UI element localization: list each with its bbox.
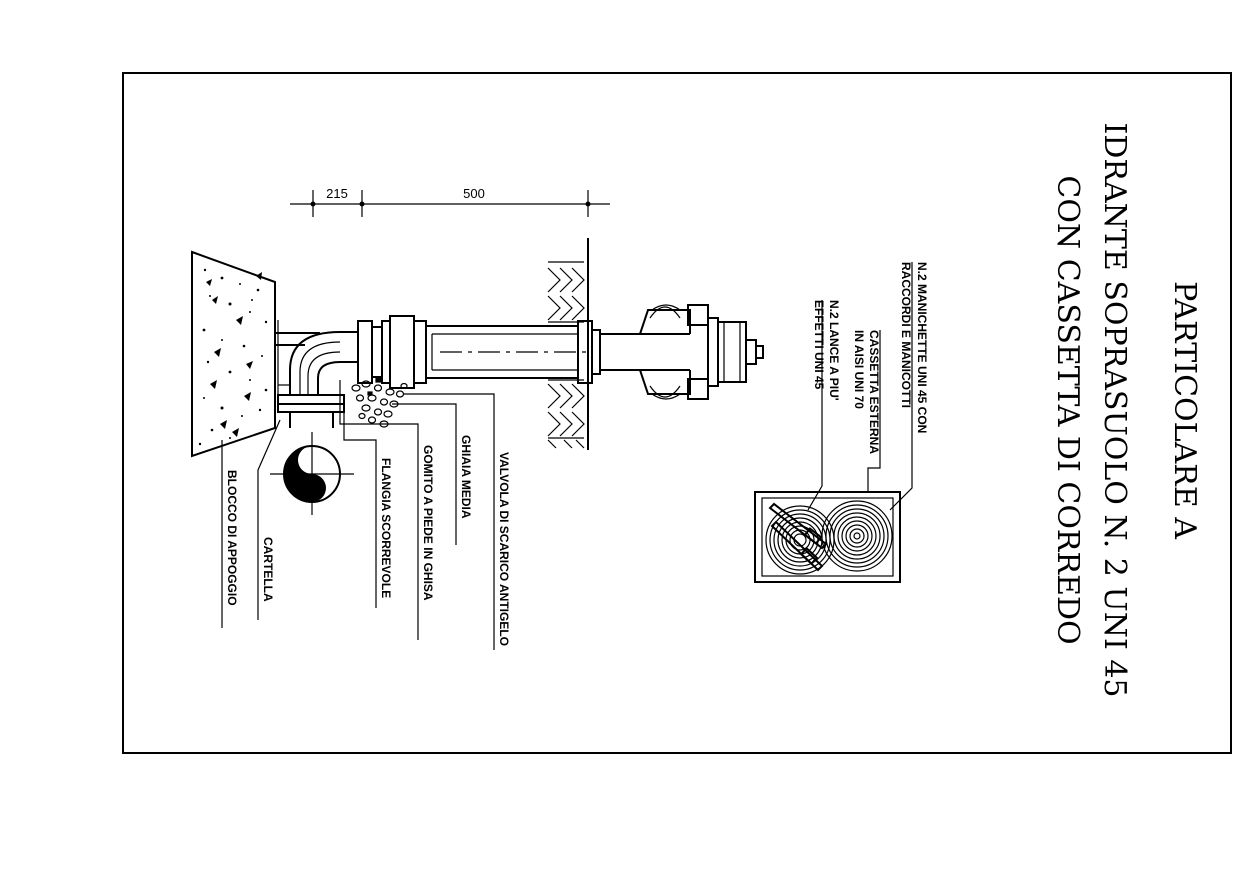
part-labels: VALVOLA DI SCARICO ANTIGELO GHIAIA MEDIA… bbox=[225, 435, 511, 646]
dimension-215: 215 bbox=[326, 186, 348, 201]
title-line-1: PARTICOLARE A bbox=[1167, 281, 1202, 539]
label-manichette-2: RACCORDI E MANICOTTI bbox=[899, 262, 913, 408]
dimension-line: 215 500 bbox=[290, 186, 610, 217]
nozzles bbox=[768, 502, 828, 572]
label-manichette-1: N.2 MANICHETTE UNI 45 CON bbox=[915, 262, 929, 433]
hydrant-head bbox=[600, 304, 764, 400]
label-ghiaia-media: GHIAIA MEDIA bbox=[459, 435, 473, 519]
label-blocco-appoggio: BLOCCO DI APPOGGIO bbox=[225, 470, 239, 606]
cabinet-leaders bbox=[807, 262, 913, 511]
elbow-fitting bbox=[278, 331, 358, 395]
leader-lines bbox=[221, 380, 495, 650]
drawing-frame bbox=[122, 72, 1232, 754]
cabinet-labels: N.2 MANICHETTE UNI 45 CON RACCORDI E MAN… bbox=[812, 262, 929, 454]
riser-pipe bbox=[357, 315, 601, 389]
label-gomito: GOMITO A PIEDE IN GHISA bbox=[421, 445, 435, 601]
label-cassetta-2: IN AISI UNI 70 bbox=[852, 330, 866, 409]
label-cartella: CARTELLA bbox=[261, 537, 275, 602]
hose-cabinet bbox=[754, 491, 901, 583]
label-valvola-scarico: VALVOLA DI SCARICO ANTIGELO bbox=[497, 452, 511, 646]
title-line-3: CON CASSETTA DI CORREDO bbox=[1050, 175, 1085, 644]
ground-hatch bbox=[547, 238, 589, 450]
label-cassetta-1: CASSETTA ESTERNA bbox=[867, 330, 881, 454]
label-lance-2: EFFETTI UNI 45 bbox=[812, 300, 826, 390]
gravel-fill bbox=[351, 377, 408, 428]
label-flangia: FLANGIA SCORREVOLE bbox=[379, 458, 393, 598]
title-block: PARTICOLARE A IDRANTE SOPRASUOLO N. 2 UN… bbox=[1050, 122, 1202, 697]
dimension-500: 500 bbox=[463, 186, 485, 201]
label-lance-1: N.2 LANCE A PIU' bbox=[827, 300, 841, 401]
support-block bbox=[191, 250, 276, 458]
hose-reel-right bbox=[821, 500, 893, 572]
main-pipe-section bbox=[270, 432, 354, 515]
sliding-flange bbox=[277, 394, 345, 428]
hose-reel-left bbox=[765, 505, 835, 575]
title-line-2: IDRANTE SOPRASUOLO N. 2 UNI 45 bbox=[1097, 122, 1132, 697]
